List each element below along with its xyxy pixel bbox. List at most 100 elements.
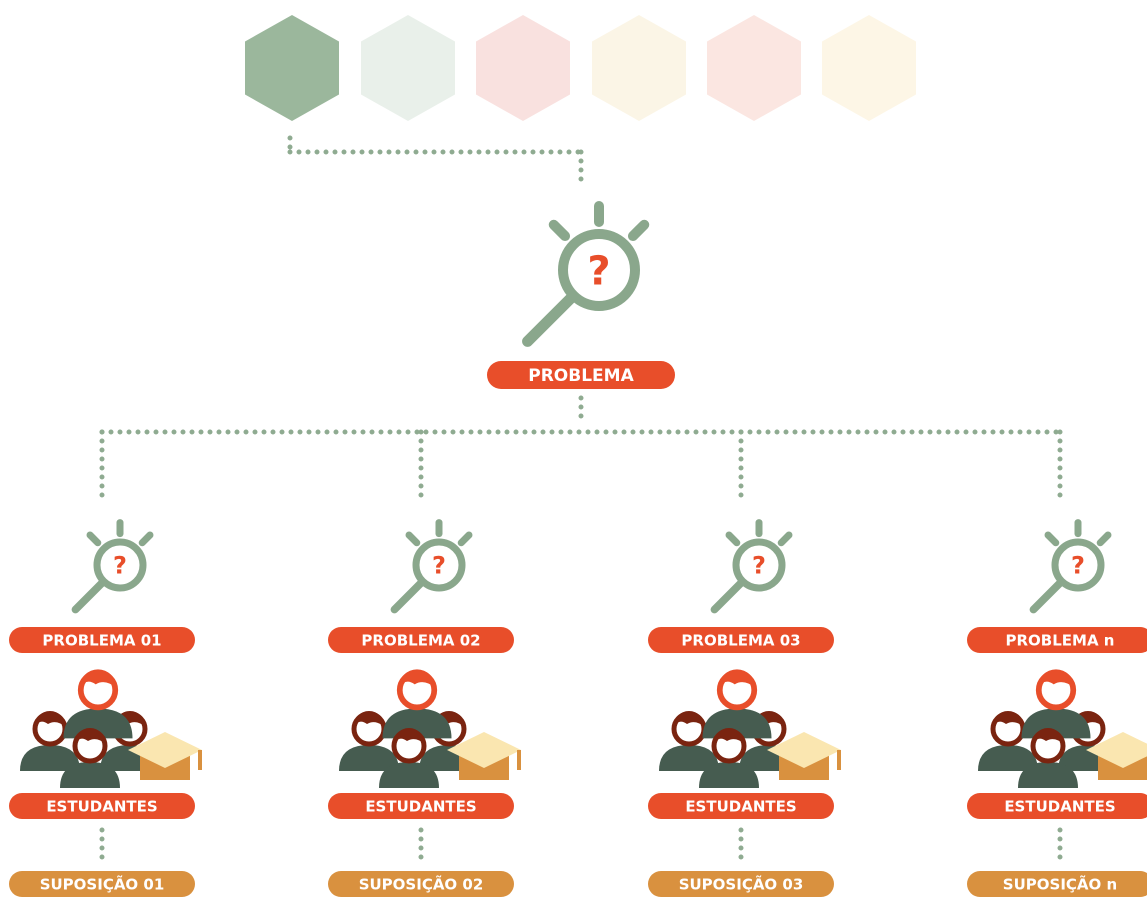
branch: ? PROBLEMA n ESTUDANTES SUPOSIÇÃO n	[967, 519, 1147, 897]
magnifier-lens	[1051, 538, 1105, 592]
assumption-label-shape	[648, 871, 834, 897]
students-label-text: ESTUDANTES	[1004, 797, 1115, 815]
assumption-label-shape	[967, 871, 1147, 897]
student-front	[1018, 728, 1078, 788]
problem-label-shape	[648, 627, 834, 653]
graduation-cap-icon	[767, 732, 841, 780]
branches: ? PROBLEMA 01 ESTUDANTES SUPOSIÇÃO 01? PROBL…	[9, 519, 1147, 897]
student-lead	[63, 669, 133, 739]
student-hair	[713, 728, 745, 744]
student-group-icon	[659, 669, 841, 788]
students-label: ESTUDANTES	[967, 793, 1147, 819]
center-problem-label-shape	[487, 361, 675, 389]
students-label-shape	[967, 793, 1147, 819]
cap-top	[447, 732, 521, 768]
students-label-shape	[328, 793, 514, 819]
ray-mark	[1044, 531, 1060, 547]
problem-label-shape	[328, 627, 514, 653]
problem-label: PROBLEMA 03	[648, 627, 834, 653]
magnifier-question-icon: ?	[1029, 519, 1112, 614]
ray-mark	[457, 531, 473, 547]
student-body	[659, 745, 719, 771]
problem-label-shape	[967, 627, 1147, 653]
assumption-label-shape	[9, 871, 195, 897]
students-label: ESTUDANTES	[328, 793, 514, 819]
hexagon-icon	[822, 15, 916, 121]
assumption-label: SUPOSIÇÃO 02	[328, 871, 514, 897]
cap-top	[767, 732, 841, 768]
student-lead	[1021, 669, 1091, 739]
student-hair	[718, 669, 756, 688]
magnifier-handle	[522, 289, 580, 347]
student-hair	[673, 711, 705, 727]
question-mark: ?	[587, 248, 610, 294]
students-label: ESTUDANTES	[648, 793, 834, 819]
student-hair	[74, 728, 106, 744]
center-problem-label-text: PROBLEMA	[528, 366, 634, 386]
cap-top	[1086, 732, 1147, 768]
hexagon-icon	[707, 15, 801, 121]
ray-mark	[627, 219, 650, 242]
student-front	[60, 728, 120, 788]
student-body	[379, 762, 439, 788]
assumption-label: SUPOSIÇÃO 01	[9, 871, 195, 897]
student-body	[339, 745, 399, 771]
graduation-cap-icon	[128, 732, 202, 780]
ray-mark	[777, 531, 793, 547]
student-body	[699, 762, 759, 788]
student-body	[978, 745, 1038, 771]
problem-label: PROBLEMA 01	[9, 627, 195, 653]
magnifier-question-icon: ?	[71, 519, 154, 614]
magnifier-question-icon: ?	[710, 519, 793, 614]
assumption-label-text: SUPOSIÇÃO 02	[359, 874, 484, 893]
center-problem: ? PROBLEMA	[487, 201, 675, 389]
magnifier-handle	[710, 577, 747, 614]
student-group-icon	[339, 669, 521, 788]
magnifier-handle	[1029, 577, 1066, 614]
magnifier-handle	[390, 577, 427, 614]
student-hair	[34, 711, 66, 727]
student-lead	[382, 669, 452, 739]
hexagon-icon	[476, 15, 570, 121]
ray-mark	[725, 531, 741, 547]
magnifier-question-icon: ?	[522, 201, 650, 347]
question-mark: ?	[113, 552, 127, 580]
assumption-label-text: SUPOSIÇÃO n	[1003, 874, 1117, 893]
student-body	[1021, 708, 1091, 739]
students-label-shape	[9, 793, 195, 819]
magnifier-lens	[412, 538, 466, 592]
assumption-label: SUPOSIÇÃO n	[967, 871, 1147, 897]
cap-top	[128, 732, 202, 768]
student-body	[60, 762, 120, 788]
students-label-shape	[648, 793, 834, 819]
hexagon-icon	[592, 15, 686, 121]
student-hair	[1032, 728, 1064, 744]
ray-mark	[405, 531, 421, 547]
problem-label-text: PROBLEMA n	[1006, 631, 1115, 649]
magnifier-handle	[71, 577, 108, 614]
student-body	[702, 708, 772, 739]
students-label-text: ESTUDANTES	[46, 797, 157, 815]
assumption-label: SUPOSIÇÃO 03	[648, 871, 834, 897]
magnifier-lens	[558, 229, 640, 311]
students-label-text: ESTUDANTES	[685, 797, 796, 815]
center-problem-label: PROBLEMA	[487, 361, 675, 389]
student-hair	[1037, 669, 1075, 688]
problem-label-text: PROBLEMA 01	[42, 631, 161, 649]
assumption-label-text: SUPOSIÇÃO 03	[679, 874, 804, 893]
student-group-icon	[20, 669, 202, 788]
problem-label: PROBLEMA n	[967, 627, 1147, 653]
student-front	[379, 728, 439, 788]
student-lead	[702, 669, 772, 739]
student-front	[699, 728, 759, 788]
branch: ? PROBLEMA 01 ESTUDANTES SUPOSIÇÃO 01	[9, 519, 202, 897]
ray-mark	[138, 531, 154, 547]
hexagon-icon	[361, 15, 455, 121]
student-hair	[353, 711, 385, 727]
magnifier-question-icon: ?	[390, 519, 473, 614]
magnifier-lens	[732, 538, 786, 592]
hexagon-icon	[245, 15, 339, 121]
student-hair	[79, 669, 117, 688]
